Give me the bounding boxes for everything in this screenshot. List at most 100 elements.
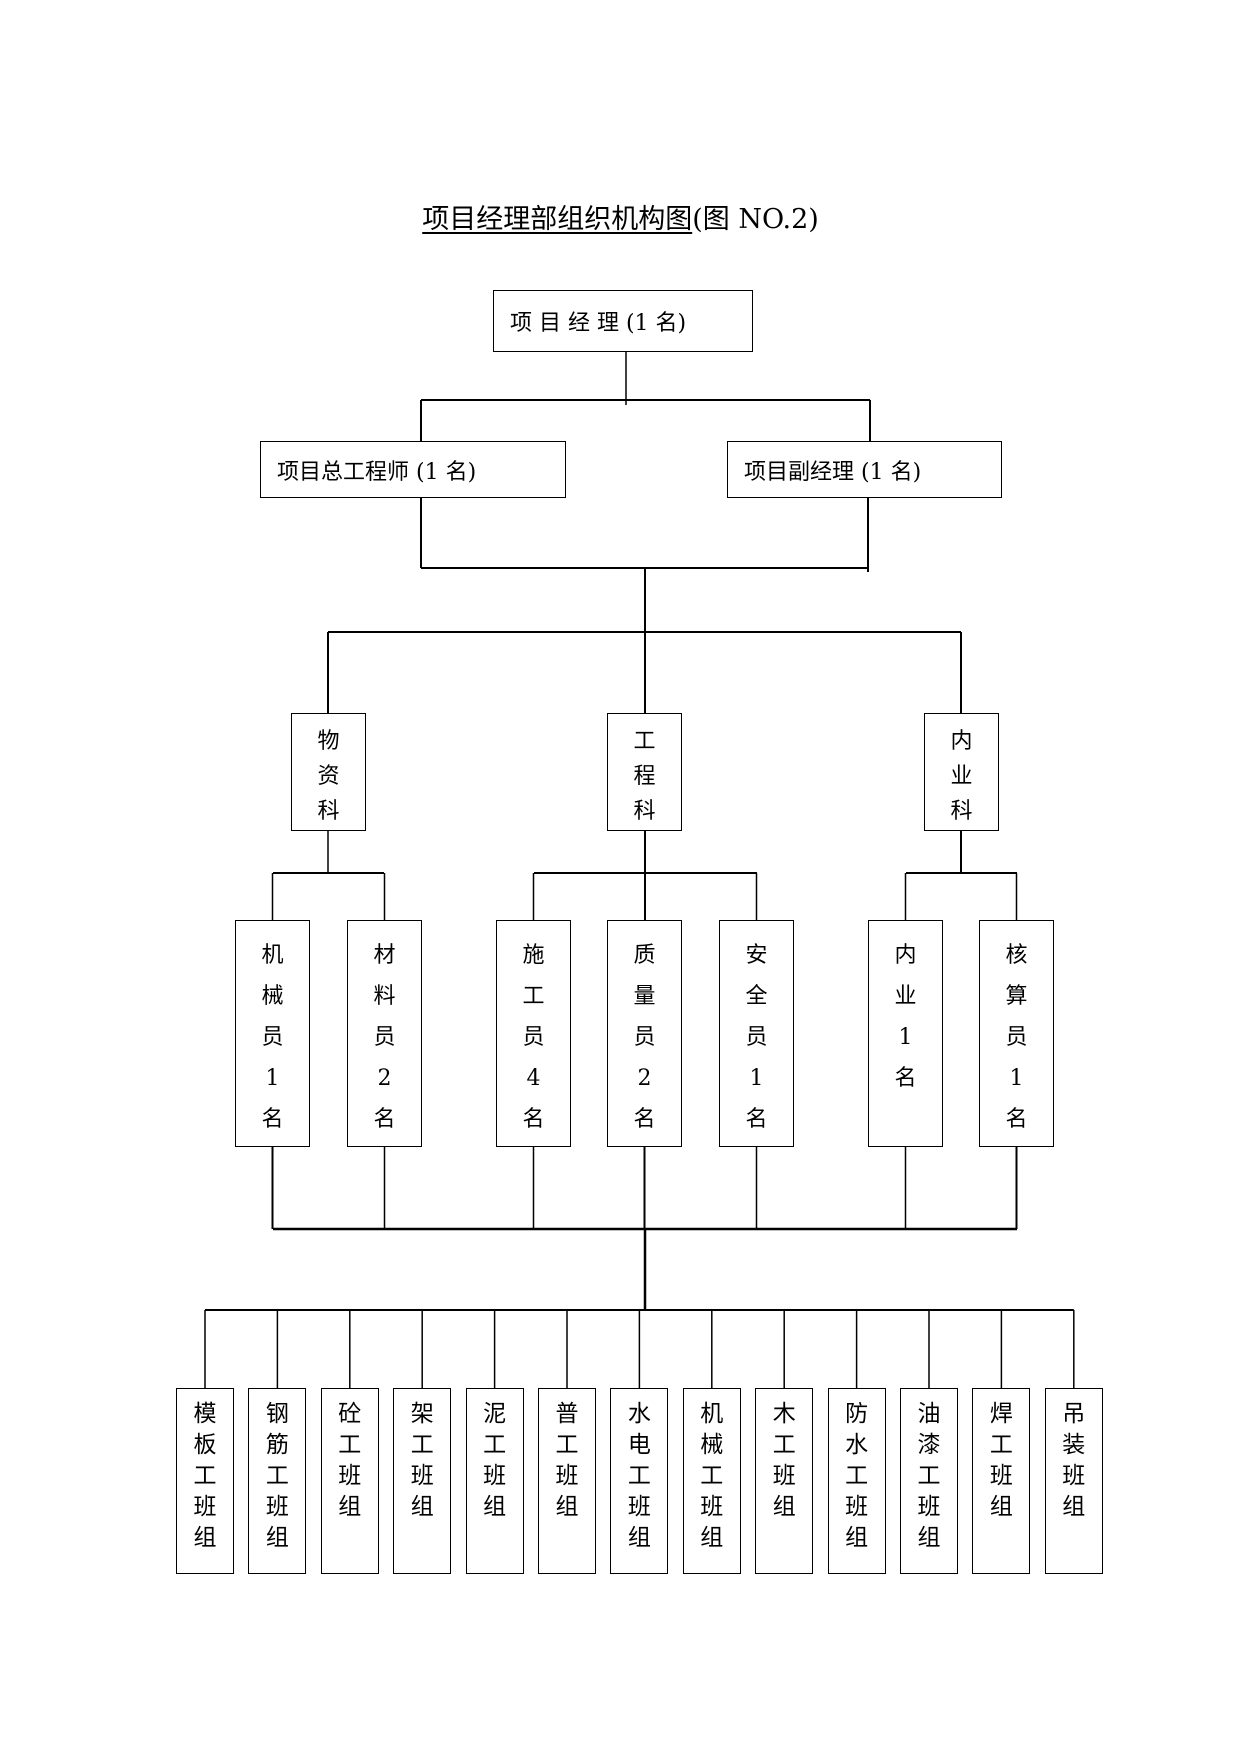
box-crew-plumbing_electric-char: 组 [627, 1525, 651, 1551]
box-staff-machinery_staff-char: 员 [261, 1025, 284, 1050]
box-staff-material_staff-char: 员 [373, 1025, 396, 1050]
box-crew-painting-char: 班 [917, 1494, 941, 1520]
box-crew-general-char: 组 [555, 1494, 579, 1520]
box-staff-machinery_staff-char: 1 [265, 1066, 280, 1091]
box-staff-accounting_staff-char: 核 [1005, 943, 1028, 968]
box-crew-machinery-char: 班 [700, 1494, 724, 1520]
box-staff-accounting_staff-char: 算 [1005, 984, 1028, 1009]
box-staff-quality_staff-char: 员 [633, 1025, 656, 1050]
box-dept-office_dept: 内业科 [924, 713, 999, 831]
box-crew-carpentry-char: 班 [772, 1463, 796, 1489]
box-staff-material_staff-char: 料 [373, 984, 396, 1009]
box-staff-accounting_staff-char: 名 [1005, 1107, 1028, 1132]
chart-title-main: 项目经理部组织机构图 [422, 204, 693, 235]
box-crew-concrete-char: 班 [338, 1463, 362, 1489]
box-deputy-manager: 项目副经理 (1 名) [727, 441, 1002, 498]
box-staff-construction_staff-char: 施 [522, 943, 545, 968]
box-staff-material_staff-char: 材 [373, 943, 396, 968]
box-dept-office_dept-char: 科 [950, 799, 973, 824]
box-crew-formwork-char: 模 [193, 1401, 217, 1427]
box-staff-accounting_staff-char: 员 [1005, 1025, 1028, 1050]
box-dept-office_dept-char: 内 [950, 729, 973, 754]
box-crew-waterproof-char: 水 [845, 1432, 869, 1458]
box-crew-hoisting-char: 吊 [1062, 1401, 1086, 1427]
box-crew-plumbing_electric: 水电工班组 [610, 1388, 669, 1574]
box-crew-concrete: 砼工班组 [320, 1388, 379, 1574]
box-crew-scaffold-char: 工 [410, 1432, 434, 1458]
box-crew-painting: 油漆工班组 [900, 1388, 958, 1574]
box-crew-hoisting-char: 班 [1062, 1463, 1086, 1489]
box-crew-formwork-char: 工 [193, 1463, 217, 1489]
box-staff-safety_staff-char: 1 [749, 1066, 764, 1091]
box-staff-machinery_staff-char: 名 [261, 1107, 284, 1132]
box-crew-plaster-char: 工 [483, 1432, 507, 1458]
box-crew-painting-char: 油 [917, 1401, 941, 1427]
box-crew-carpentry-char: 木 [772, 1401, 796, 1427]
box-staff-machinery_staff-char: 机 [261, 943, 284, 968]
box-crew-plumbing_electric-char: 水 [627, 1401, 651, 1427]
box-crew-welding-char: 组 [989, 1494, 1013, 1520]
box-crew-machinery: 机械工班组 [682, 1388, 741, 1574]
chart-title: 项目经理部组织机构图(图 NO.2) [0, 200, 1241, 240]
box-crew-scaffold-char: 架 [410, 1401, 434, 1427]
box-crew-painting-char: 漆 [917, 1432, 941, 1458]
box-crew-concrete-char: 砼 [338, 1401, 362, 1427]
box-staff-machinery_staff-char: 械 [261, 984, 284, 1009]
box-crew-machinery-char: 工 [700, 1463, 724, 1489]
box-staff-material_staff-char: 名 [373, 1107, 396, 1132]
box-crew-carpentry: 木工班组 [755, 1388, 814, 1574]
box-dept-office_dept-char: 业 [950, 764, 973, 789]
box-staff-construction_staff-char: 员 [522, 1025, 545, 1050]
box-crew-concrete-char: 工 [338, 1432, 362, 1458]
box-crew-rebar-char: 钢 [265, 1401, 289, 1427]
box-dept-materials_dept-char: 科 [317, 799, 340, 824]
box-dept-materials_dept-char: 资 [317, 764, 340, 789]
box-crew-general-char: 普 [555, 1401, 579, 1427]
box-crew-rebar-char: 班 [265, 1494, 289, 1520]
box-crew-painting-char: 工 [917, 1463, 941, 1489]
box-staff-safety_staff-char: 名 [745, 1107, 768, 1132]
box-crew-welding-char: 工 [989, 1432, 1013, 1458]
box-staff-material_staff: 材料员 2 名 [347, 920, 422, 1147]
box-chief-engineer-label: 项目总工程师 (1 名) [277, 459, 477, 485]
box-crew-general: 普工班组 [538, 1388, 596, 1574]
box-chief-engineer: 项目总工程师 (1 名) [260, 441, 566, 498]
box-staff-construction_staff-char: 工 [522, 984, 545, 1009]
box-crew-concrete-char: 组 [338, 1494, 362, 1520]
box-dept-engineering_dept-char: 程 [633, 764, 656, 789]
box-project-manager: 项 目 经 理 (1 名) [493, 290, 753, 352]
box-crew-plaster: 泥工班组 [465, 1388, 524, 1574]
box-staff-quality_staff-char: 质 [633, 943, 656, 968]
box-staff-office_staff-char: 内 [894, 943, 917, 968]
box-crew-formwork-char: 班 [193, 1494, 217, 1520]
box-crew-machinery-char: 机 [700, 1401, 724, 1427]
box-crew-plumbing_electric-char: 电 [627, 1432, 651, 1458]
box-crew-machinery-char: 组 [700, 1525, 724, 1551]
box-staff-machinery_staff: 机械员 1 名 [235, 920, 310, 1147]
chart-title-figure-number: (图 NO.2) [692, 204, 819, 235]
box-project-manager-label: 项 目 经 理 (1 名) [510, 311, 687, 336]
box-crew-scaffold-char: 班 [410, 1463, 434, 1489]
box-crew-waterproof-char: 工 [845, 1463, 869, 1489]
box-staff-material_staff-char: 2 [377, 1066, 392, 1091]
box-crew-welding-char: 焊 [989, 1401, 1013, 1427]
box-crew-waterproof-char: 班 [845, 1494, 869, 1520]
box-crew-carpentry-char: 组 [772, 1494, 796, 1520]
box-staff-office_staff-char: 1 [898, 1025, 913, 1050]
box-staff-safety_staff-char: 全 [745, 984, 768, 1009]
box-dept-materials_dept: 物资科 [291, 713, 366, 831]
box-crew-hoisting-char: 组 [1062, 1494, 1086, 1520]
box-crew-plumbing_electric-char: 工 [627, 1463, 651, 1489]
box-dept-engineering_dept-char: 科 [633, 799, 656, 824]
box-crew-welding-char: 班 [989, 1463, 1013, 1489]
box-crew-painting-char: 组 [917, 1525, 941, 1551]
box-dept-engineering_dept: 工程科 [607, 713, 682, 831]
box-crew-formwork-char: 组 [193, 1525, 217, 1551]
box-crew-general-char: 工 [555, 1432, 579, 1458]
box-crew-plaster-char: 班 [483, 1463, 507, 1489]
box-crew-formwork-char: 板 [193, 1432, 217, 1458]
box-crew-rebar-char: 工 [265, 1463, 289, 1489]
box-staff-quality_staff-char: 量 [633, 984, 656, 1009]
